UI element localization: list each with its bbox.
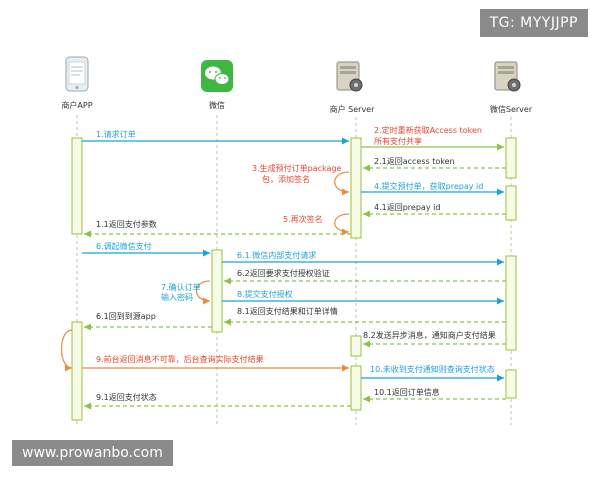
msg-return-prepay-id: 4.1返回prepay id — [374, 203, 440, 212]
activation-bar — [505, 369, 517, 399]
activation-bar — [71, 137, 83, 235]
participant-merchant-server: 商户 Server — [330, 104, 375, 114]
arrow-self-app-loop — [61, 329, 73, 372]
msg-return-result: 8.1返回支付结果和订单详情 — [237, 306, 338, 316]
activation-bar — [350, 365, 362, 411]
activation-bar — [505, 137, 517, 179]
msg-return-status: 9.1返回支付状态 — [96, 392, 157, 402]
msg-generate-package-note: 包，添加签名 — [262, 174, 310, 184]
phone-icon — [65, 56, 89, 92]
activation-bar — [71, 321, 83, 421]
msg-internal-pay-request: 6.1.微信内部支付请求 — [237, 250, 316, 260]
msg-get-token: 2.定时重新获取Access token — [374, 125, 482, 135]
msg-generate-package: 3.生成预付订单package — [252, 163, 341, 173]
participant-wechat: 微信 — [209, 100, 225, 110]
msg-return-auth-verify: 6.2返回要求支付授权验证 — [237, 268, 330, 278]
wechat-icon — [201, 60, 233, 92]
server-icon — [494, 61, 521, 92]
participant-merchant-app: 商户APP — [61, 100, 92, 110]
watermark-bottom: www.prowanbo.com — [12, 440, 173, 466]
watermark-top: TG: MYYJJPP — [479, 9, 588, 37]
msg-invoke-pay: 6.调起微信支付 — [96, 241, 152, 251]
msg-query-status: 10.未收到支付通知则查询支付状态 — [370, 364, 495, 374]
activation-bar — [350, 335, 362, 357]
msg-query-result: 9.前台返回消息不可靠，后台查询实际支付结果 — [96, 354, 264, 364]
msg-return-order-info: 10.1返回订单信息 — [374, 387, 440, 397]
activation-bar — [505, 255, 517, 351]
msg-confirm-order: 7.确认订单 — [161, 282, 201, 292]
arrow-self-resign — [334, 213, 350, 236]
activation-bar — [211, 249, 223, 333]
msg-async-notify: 8.2发送异步消息，通知商户支付结果 — [363, 330, 496, 340]
message-arrows — [61, 137, 506, 410]
msg-return-token: 2.1返回access token — [374, 157, 455, 166]
msg-resign: 5.再次签名 — [283, 214, 323, 224]
activation-bar — [505, 185, 517, 221]
msg-return-pay-params: 1.1返回支付参数 — [96, 219, 157, 229]
msg-enter-password: 输入密码 — [161, 292, 193, 302]
msg-submit-prepay: 4.提交预付单，获取prepay id — [374, 181, 483, 191]
activation-bar — [350, 137, 362, 239]
msg-request-order: 1.请求订单 — [96, 129, 136, 139]
msg-back-to-app: 6.1回到到源app — [96, 312, 156, 321]
participant-wechat-server: 微信Server — [490, 104, 533, 114]
activation-bars — [71, 137, 517, 421]
msg-get-token-note: 所有支付共享 — [374, 136, 422, 146]
arrow-self-confirm — [195, 280, 211, 305]
server-icon — [336, 61, 363, 92]
msg-submit-auth: 8.提交支付授权 — [237, 289, 293, 299]
arrow-self-generate-package — [334, 171, 350, 196]
